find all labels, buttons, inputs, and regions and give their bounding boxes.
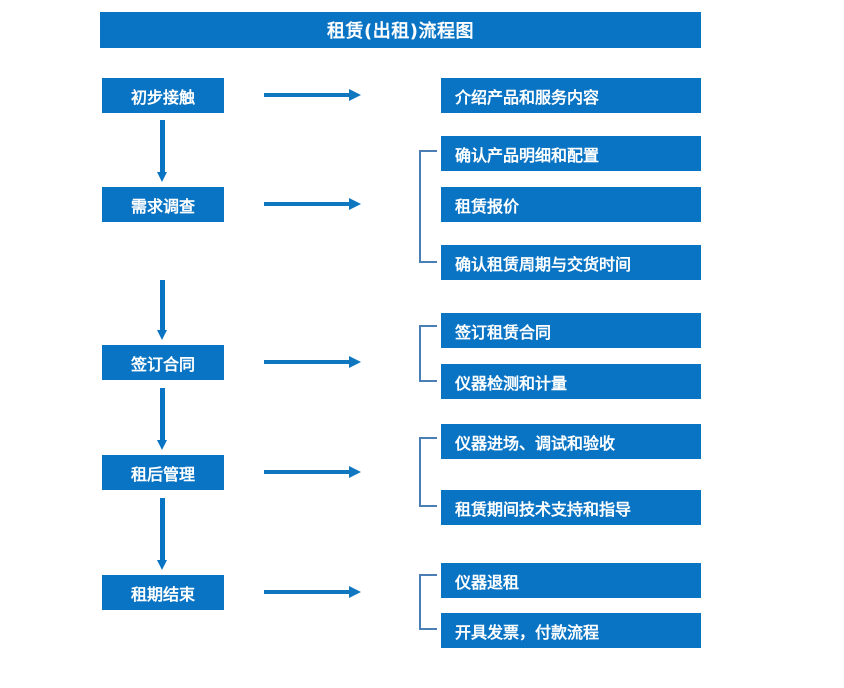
right-arrow-icon-2 — [264, 198, 361, 210]
detail-box-10[interactable]: 开具发票，付款流程 — [441, 613, 701, 648]
right-arrow-icon-3 — [264, 356, 361, 368]
stage-box-2[interactable]: 需求调查 — [102, 187, 224, 222]
down-arrow-icon-2 — [157, 280, 168, 340]
down-arrow-icon-3 — [157, 388, 168, 450]
detail-box-6[interactable]: 仪器检测和计量 — [441, 364, 701, 399]
flowchart-title: 租赁(出租)流程图 — [100, 12, 701, 48]
detail-box-1[interactable]: 介绍产品和服务内容 — [441, 78, 701, 113]
group-bracket-1 — [419, 150, 437, 263]
group-bracket-3 — [419, 437, 437, 507]
detail-box-2[interactable]: 确认产品明细和配置 — [441, 136, 701, 171]
down-arrow-icon-4 — [157, 498, 168, 570]
group-bracket-4 — [419, 574, 437, 630]
group-bracket-2 — [419, 325, 437, 382]
detail-box-7[interactable]: 仪器进场、调试和验收 — [441, 424, 701, 459]
stage-box-3[interactable]: 签订合同 — [102, 345, 224, 380]
right-arrow-icon-4 — [264, 466, 361, 478]
stage-box-4[interactable]: 租后管理 — [102, 455, 224, 490]
right-arrow-icon-1 — [264, 89, 361, 101]
detail-box-8[interactable]: 租赁期间技术支持和指导 — [441, 490, 701, 525]
down-arrow-icon-1 — [157, 120, 168, 182]
stage-box-5[interactable]: 租期结束 — [102, 575, 224, 610]
detail-box-5[interactable]: 签订租赁合同 — [441, 313, 701, 348]
detail-box-3[interactable]: 租赁报价 — [441, 187, 701, 222]
detail-box-4[interactable]: 确认租赁周期与交货时间 — [441, 245, 701, 280]
detail-box-9[interactable]: 仪器退租 — [441, 563, 701, 598]
stage-box-1[interactable]: 初步接触 — [102, 78, 224, 113]
right-arrow-icon-5 — [264, 586, 361, 598]
